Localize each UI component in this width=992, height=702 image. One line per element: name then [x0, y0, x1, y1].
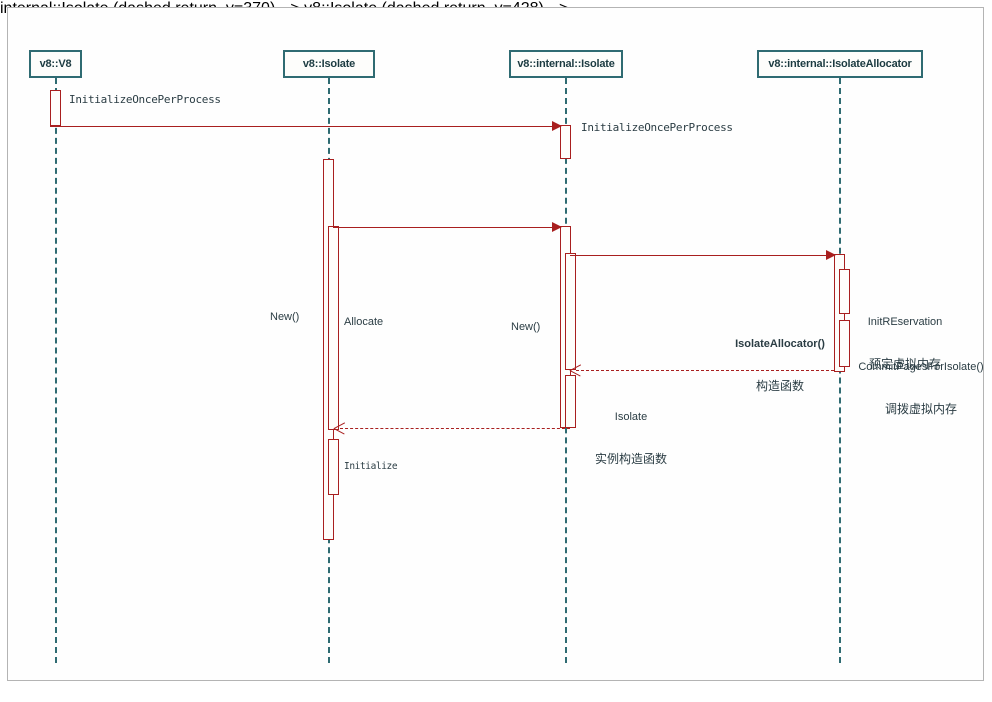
activation-isolate-initialize-inner — [328, 439, 339, 495]
note-isolate-instance-constructor-en: Isolate — [614, 410, 648, 423]
arrowhead-allocate — [552, 222, 562, 232]
note-commitpagesforisolate-en: CommitPagesForIsolate() — [858, 360, 984, 373]
label-new-internal-isolate: New() — [511, 321, 541, 333]
label-allocate: Allocate — [344, 316, 384, 328]
note-isolateallocator-constructor: IsolateAllocator() 构造函数 — [690, 310, 870, 421]
label-initializeonceperprocess-call: InitializeOncePerProcess — [581, 121, 733, 134]
note-commitpagesforisolate-cn: 调拨虚拟内存 — [884, 401, 957, 416]
label-new-isolate: New() — [270, 311, 300, 323]
activation-internal-isolate-new-nested — [565, 253, 576, 370]
message-line-isolateallocator-return — [576, 370, 834, 371]
message-line-initializeonceperprocess — [50, 126, 554, 127]
note-isolate-instance-constructor: Isolate 实例构造函数 — [583, 383, 679, 494]
participant-v8-isolate[interactable]: v8::Isolate — [283, 50, 375, 78]
activation-isolateallocator-commitpages — [839, 320, 850, 367]
participant-v8-internal-isolateallocator[interactable]: v8::internal::IsolateAllocator — [757, 50, 923, 78]
activation-internal-isolate-init — [560, 125, 571, 159]
arrowhead-isolateallocator-return — [570, 365, 581, 376]
lifeline-v8 — [55, 78, 57, 663]
activation-isolate-allocate-inner — [328, 226, 339, 430]
message-line-allocate — [333, 227, 554, 228]
label-initializeonceperprocess-self: InitializeOncePerProcess — [69, 93, 221, 106]
activation-v8 — [50, 90, 61, 126]
participant-v8-internal-isolate[interactable]: v8::internal::Isolate — [509, 50, 623, 78]
arrowhead-initializeonceperprocess — [552, 121, 562, 131]
note-commitpagesforisolate: CommitPagesForIsolate() 调拨虚拟内存 — [852, 333, 990, 444]
arrowhead-isolate-ctor-return — [334, 423, 345, 434]
note-isolate-instance-constructor-cn: 实例构造函数 — [594, 451, 667, 466]
note-isolateallocator-constructor-cn: 构造函数 — [755, 378, 804, 393]
activation-isolateallocator-initreservation — [839, 269, 850, 314]
message-line-new-isolateallocator — [570, 255, 828, 256]
label-initialize: Initialize — [344, 461, 398, 472]
activation-internal-isolate-ctor — [565, 375, 576, 428]
note-initreservation-en: InitREservation — [867, 315, 943, 328]
arrowhead-new-isolateallocator — [826, 250, 836, 260]
note-isolateallocator-constructor-en: IsolateAllocator() — [735, 337, 825, 350]
note-initreservation: InitREservation 预定虚拟内存 — [842, 288, 968, 399]
note-initreservation-cn: 预定虚拟内存 — [868, 356, 941, 371]
participant-v8[interactable]: v8::V8 — [29, 50, 82, 78]
diagram-frame — [7, 7, 984, 681]
message-line-isolate-ctor-return — [340, 428, 570, 429]
